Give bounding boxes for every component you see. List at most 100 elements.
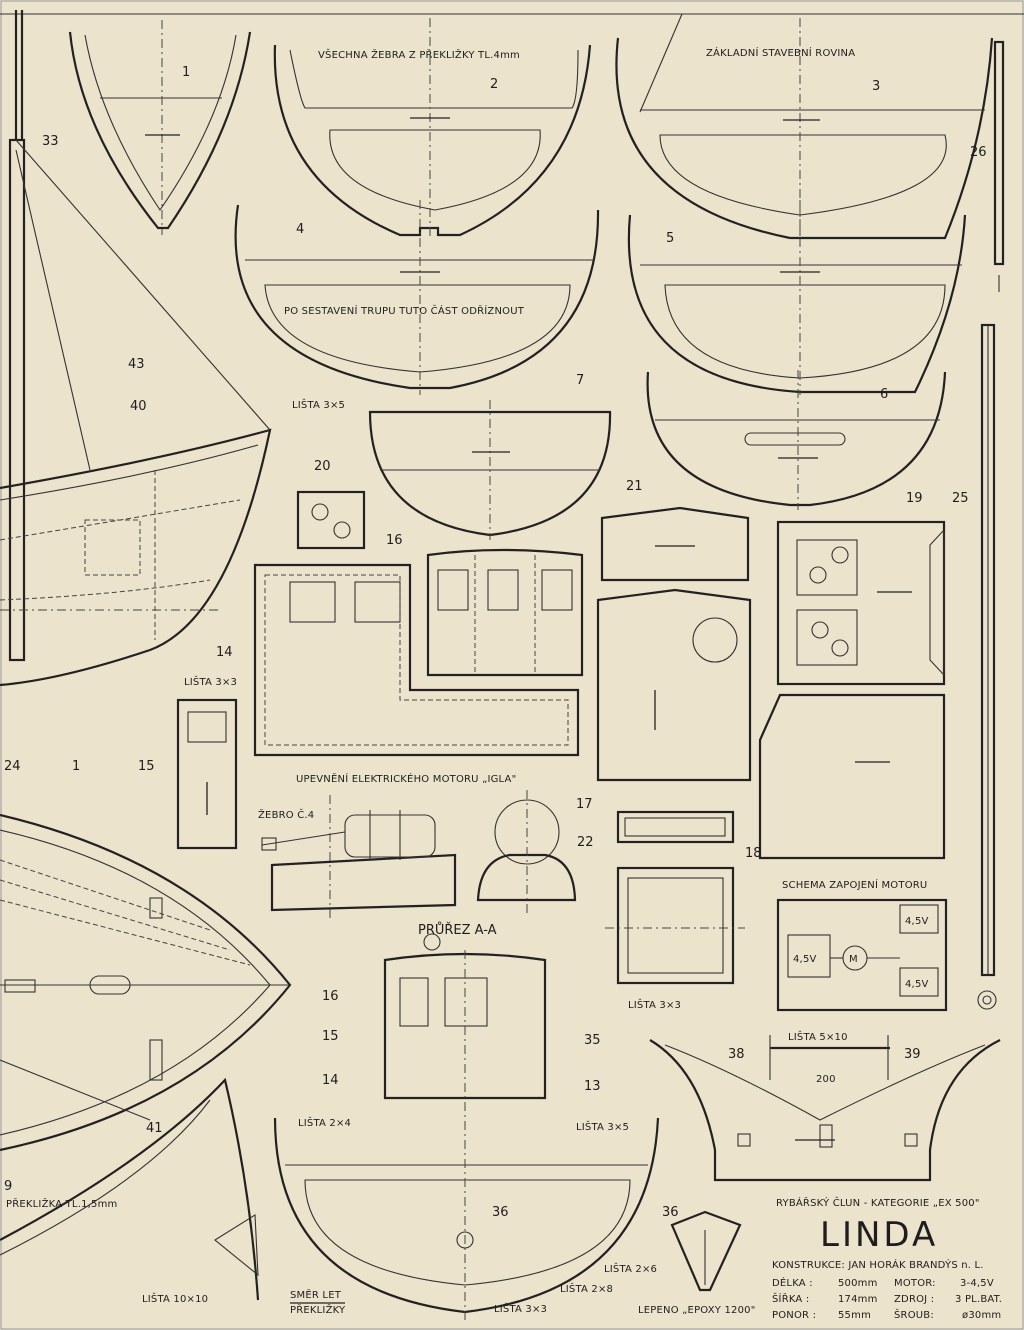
part-41-label: 41 xyxy=(146,1121,163,1136)
part-24-label: 24 xyxy=(4,759,21,774)
lista-2x6: LIŠTA 2×6 xyxy=(604,1262,657,1275)
part-36-label: 36 xyxy=(492,1205,509,1220)
title-subtitle: RYBÁŘSKÝ ČLUN - KATEGORIE „EX 500" xyxy=(776,1196,980,1209)
section-aa-title: PRŮŘEZ A-A xyxy=(418,922,497,938)
rib-4 xyxy=(234,200,600,395)
part-20 xyxy=(296,490,366,550)
part-20-label: 20 xyxy=(314,459,331,474)
spec-screw-label: ŠROUB: xyxy=(894,1308,934,1321)
all-ribs-note: VŠECHNA ŽEBRA Z PŘEKLIŽKY TL.4mm xyxy=(318,48,520,61)
section-aa xyxy=(273,933,660,1320)
part-33-label: 33 xyxy=(42,134,59,149)
part-1-label: 1 xyxy=(182,65,190,80)
schema-battery-a: 4,5V xyxy=(793,954,817,965)
spec-width-label: ŠÍŘKA : xyxy=(772,1292,809,1305)
spec-motor-label: MOTOR: xyxy=(894,1278,936,1289)
dim-200: 200 xyxy=(816,1074,836,1085)
part-16b-label: 16 xyxy=(322,989,339,1004)
part-18-label: 18 xyxy=(745,846,762,861)
part-14 xyxy=(253,563,580,757)
spec-screw-value: ø30mm xyxy=(962,1310,1001,1321)
part-6-label: 6 xyxy=(880,387,888,402)
hull-side-view xyxy=(0,428,272,687)
lista-5x10: LIŠTA 5×10 xyxy=(788,1030,848,1043)
bow-detail xyxy=(0,1077,260,1301)
motor-schema xyxy=(776,898,948,1012)
part-21 xyxy=(600,506,750,582)
part-26-label: 26 xyxy=(970,145,987,160)
title-designer: KONSTRUKCE: JAN HORÁK BRANDÝS n. L. xyxy=(772,1258,984,1271)
part-17 xyxy=(596,588,752,782)
spec-length-label: DÉLKA : xyxy=(772,1276,813,1289)
motor-mount-title: UPEVNĚNÍ ELEKTRICKÉHO MOTORU „IGLA" xyxy=(296,772,516,785)
base-plane-note: ZÁKLADNÍ STAVEBNÍ ROVINA xyxy=(706,46,855,59)
preklizka-note: PŘEKLIŽKA TL.1,5mm xyxy=(6,1197,117,1210)
spec-source-label: ZDROJ : xyxy=(894,1294,934,1305)
base-plane-leader xyxy=(639,13,683,113)
title-name: LINDA xyxy=(820,1215,938,1255)
rib-5 xyxy=(627,200,967,395)
spec-draft-label: PONOR : xyxy=(772,1310,816,1321)
motor-mount-side xyxy=(261,795,457,920)
rib-1 xyxy=(68,20,252,235)
ribs-38-39 xyxy=(649,1035,1001,1182)
part-16-label: 16 xyxy=(386,533,403,548)
part-4-label: 4 xyxy=(296,222,304,237)
part-39-label: 39 xyxy=(904,1047,921,1062)
spec-width-value: 174mm xyxy=(838,1294,878,1305)
lepeno-note: LEPENO „EPOXY 1200" xyxy=(638,1305,756,1316)
part-9-label: 9 xyxy=(4,1179,12,1194)
rod-25 xyxy=(977,323,997,1010)
part-3-label: 3 xyxy=(872,79,880,94)
part-43-label: 43 xyxy=(128,357,145,372)
part-22-label: 22 xyxy=(577,835,594,850)
rod-26 xyxy=(993,40,1005,292)
part-21-label: 21 xyxy=(626,479,643,494)
part-15b-label: 15 xyxy=(322,1029,339,1044)
part-2-label: 2 xyxy=(490,77,498,92)
part-36-detail xyxy=(670,1210,742,1292)
part-25-label: 25 xyxy=(952,491,969,506)
part-19 xyxy=(776,520,946,686)
part-15-label: 15 xyxy=(138,759,155,774)
lista-3x3-left: LIŠTA 3×3 xyxy=(184,675,237,688)
part-38-label: 38 xyxy=(728,1047,745,1062)
part-5-label: 5 xyxy=(666,231,674,246)
part-40-label: 40 xyxy=(130,399,147,414)
schema-motor: M xyxy=(849,954,858,965)
lista-3x3-box: LIŠTA 3×3 xyxy=(628,998,681,1011)
lista-3x5-right: LIŠTA 3×5 xyxy=(576,1120,629,1133)
schema-battery-c: 4,5V xyxy=(905,979,929,990)
spec-source-value: 3 PL.BAT. xyxy=(955,1294,1002,1305)
part-1b-label: 1 xyxy=(72,759,80,774)
part-18 xyxy=(758,693,946,860)
rib-6 xyxy=(646,370,947,510)
part-36b-label: 36 xyxy=(662,1205,679,1220)
cut-off-note: PO SESTAVENÍ TRUPU TUTO ČÁST ODŘÍZNOUT xyxy=(284,304,525,317)
motor-mount-front xyxy=(476,790,577,915)
lista-10x10: LIŠTA 10×10 xyxy=(142,1292,208,1305)
lista-3x3-bottom: LIŠTA 3×3 xyxy=(494,1302,547,1315)
lista-2x8: LIŠTA 2×8 xyxy=(560,1282,613,1295)
hull-top-view xyxy=(0,813,292,1152)
smer-let-line2: PŘEKLIŽKY xyxy=(290,1303,346,1316)
mast xyxy=(8,10,271,662)
smer-let-line1: SMĚR LET xyxy=(290,1288,342,1301)
rib-7 xyxy=(368,400,612,540)
part-14-label: 14 xyxy=(216,645,233,660)
part-35-label: 35 xyxy=(584,1033,601,1048)
part-22 xyxy=(605,810,745,985)
rib-c4-label: ŽEBRO Č.4 xyxy=(258,808,314,821)
part-16 xyxy=(426,548,584,677)
motor-schema-title: SCHEMA ZAPOJENÍ MOTORU xyxy=(782,878,927,891)
lista-3x5-top: LIŠTA 3×5 xyxy=(292,398,345,411)
spec-draft-value: 55mm xyxy=(838,1310,871,1321)
part-17-label: 17 xyxy=(576,797,593,812)
schema-battery-b: 4,5V xyxy=(905,916,929,927)
part-19-label: 19 xyxy=(906,491,923,506)
part-14b-label: 14 xyxy=(322,1073,339,1088)
part-13-label: 13 xyxy=(584,1079,601,1094)
spec-length-value: 500mm xyxy=(838,1278,878,1289)
spec-motor-value: 3-4,5V xyxy=(960,1278,994,1289)
